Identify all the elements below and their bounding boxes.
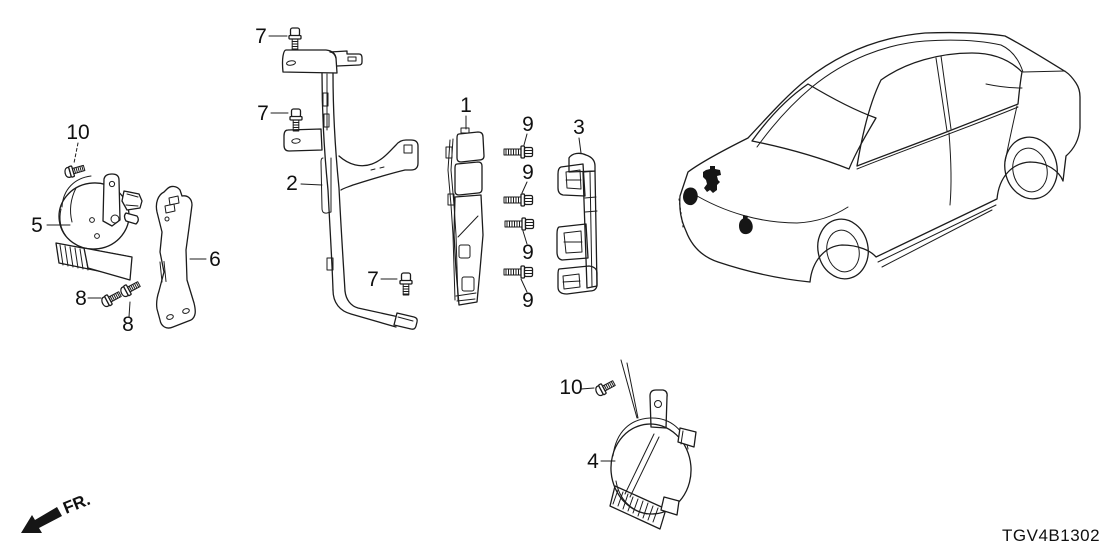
horn-5-bracket-tab <box>102 173 121 227</box>
callout-9: 9 <box>522 161 534 184</box>
callout-3: 3 <box>573 116 585 139</box>
bolt-9-icon <box>503 193 534 207</box>
callout-9: 9 <box>522 289 534 312</box>
side-glass <box>856 52 1023 167</box>
control-unit-1-drawing <box>445 127 485 306</box>
leader-line <box>73 142 79 164</box>
bolt-7-icon <box>288 27 302 51</box>
rear-wheel <box>1004 136 1058 200</box>
diagram-code: TGV4B1302 <box>1002 526 1100 545</box>
horn-5-stud <box>123 212 139 225</box>
car-silhouette <box>679 31 1081 283</box>
bolt-10-icon <box>593 377 618 398</box>
leader-line <box>522 230 528 245</box>
callout-7: 7 <box>367 268 379 291</box>
callout-8: 8 <box>75 287 87 310</box>
leader-line <box>620 359 639 419</box>
horn-4-grille <box>609 485 667 530</box>
leader-line <box>523 133 528 146</box>
leader-line <box>580 387 595 390</box>
fr-direction-arrow: FR. <box>21 490 93 533</box>
bolt-8-icon <box>118 278 143 299</box>
callout-9: 9 <box>522 113 534 136</box>
callout-10: 10 <box>559 376 582 399</box>
car-outline-drawing <box>678 31 1081 283</box>
callout-9: 9 <box>522 241 534 264</box>
leader-line <box>300 183 323 186</box>
cover-3-drawing <box>556 152 598 295</box>
bolt-7-icon <box>289 108 303 132</box>
horn-4-bracket-tab <box>649 389 668 429</box>
leader-line <box>520 278 528 293</box>
horn-5-plate <box>83 247 133 281</box>
callout-8: 8 <box>122 313 134 336</box>
horn-4-drawing <box>609 359 697 530</box>
horn-5-drawing <box>55 173 143 281</box>
fr-label: FR. <box>60 490 93 518</box>
horn-5-connector <box>121 190 143 211</box>
callout-7: 7 <box>257 102 269 125</box>
callout-5: 5 <box>31 214 43 237</box>
bolt-8-icon <box>99 288 124 309</box>
callout-10: 10 <box>66 121 89 144</box>
callout-1: 1 <box>460 94 472 117</box>
location-marker-horn <box>683 187 698 206</box>
bracket-2-drawing <box>281 49 419 330</box>
location-marker-horn <box>739 215 753 235</box>
callout-6: 6 <box>209 248 221 271</box>
bolt-9-icon <box>504 217 535 231</box>
leader-line <box>128 301 131 318</box>
bolt-7-icon <box>399 272 413 296</box>
leader-line <box>578 137 582 154</box>
callout-7: 7 <box>255 25 267 48</box>
callout-2: 2 <box>286 172 298 195</box>
front-wheel <box>817 218 869 280</box>
windshield <box>751 83 877 170</box>
b-pillar <box>935 55 952 132</box>
bolt-10-icon <box>63 162 87 180</box>
horn-4-tab <box>660 496 680 516</box>
bolt-9-icon <box>503 145 534 159</box>
bolt-9-icon <box>503 265 534 279</box>
arrow-icon <box>21 507 62 533</box>
callout-4: 4 <box>587 450 599 473</box>
leader-line <box>521 181 528 194</box>
bracket-6-drawing <box>155 185 196 329</box>
location-marker-bracket <box>703 166 721 193</box>
bracket-2-end-tab <box>393 312 418 330</box>
